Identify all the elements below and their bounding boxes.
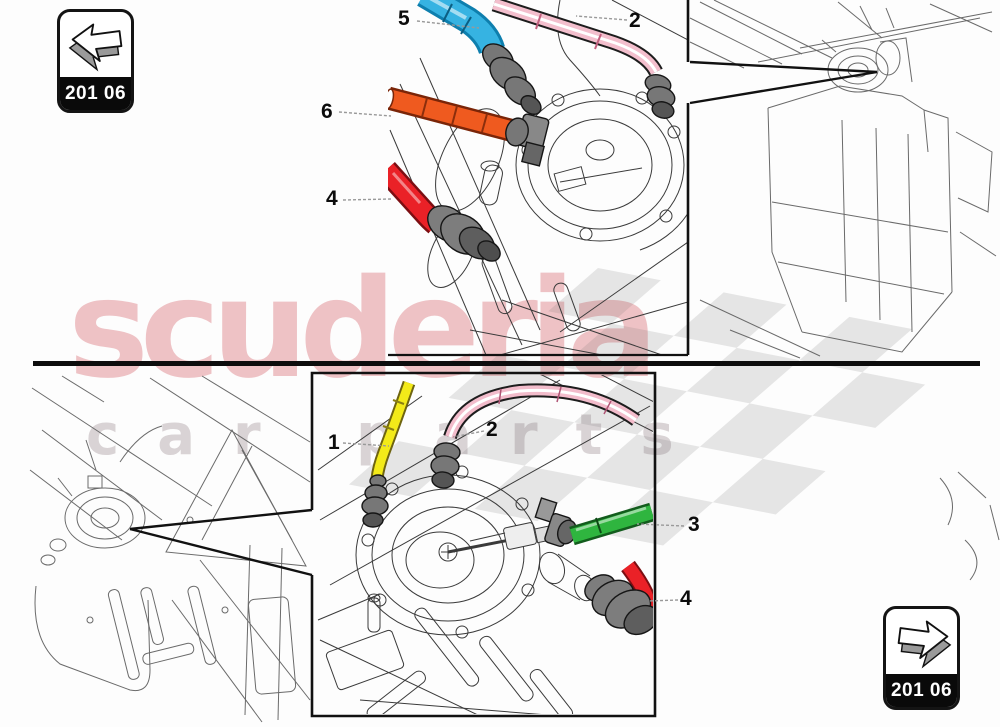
checkered-flag-watermark: [348, 268, 926, 546]
arrow-up-left-icon: [68, 23, 123, 72]
hose-2-top-connector: [644, 73, 676, 119]
watermark-brand-text: scuderia: [68, 251, 658, 409]
callout-bottom-4: 4: [680, 587, 692, 610]
top-detail-box-border: [388, 0, 690, 357]
callout-leader-lines: [338, 15, 685, 602]
hose-5-connector: [482, 43, 542, 115]
hose-3-fittings: [534, 497, 578, 548]
callout-top-2: 2: [629, 9, 641, 32]
hose-6-connector: [505, 113, 550, 167]
callout-top-4: 4: [326, 187, 338, 210]
nav-prev-button[interactable]: 201 06: [57, 9, 134, 113]
overview-drawing-top-right: [689, 0, 997, 359]
bottom-detail-pointer-wedge: [129, 508, 313, 577]
callout-top-5: 5: [398, 7, 410, 30]
section-divider: [33, 361, 980, 366]
nav-prev-label: 201 06: [60, 77, 131, 110]
hose-1-yellow: [370, 380, 416, 480]
hose-4-bottom-connector: [584, 574, 653, 636]
hose-3-green: [569, 502, 653, 546]
bottom-detail-box-border: [310, 371, 657, 718]
overview-fragment-right: [939, 471, 1000, 581]
callout-bottom-3: 3: [688, 513, 700, 536]
hose-2-bottom-connector: [430, 442, 461, 489]
overview-drawing-bottom-left: [29, 375, 311, 723]
hose-1-connector: [361, 474, 389, 528]
hose-4-top-connector: [427, 205, 501, 262]
hose-2-top-pink: [491, 0, 663, 76]
nav-next-label: 201 06: [886, 674, 957, 707]
callout-bottom-1: 1: [328, 431, 340, 454]
callout-bottom-2: 2: [486, 418, 498, 441]
nav-next-button[interactable]: 201 06: [883, 606, 960, 710]
hose-6-orange: [388, 86, 513, 142]
bottom-detail-line-art: [317, 375, 653, 714]
top-detail-line-art: [389, 0, 687, 355]
arrow-up-right-icon: [897, 620, 952, 669]
top-detail-pointer-wedge: [689, 60, 878, 105]
hose-2-bottom-pink: [443, 383, 641, 440]
callout-top-6: 6: [321, 100, 333, 123]
